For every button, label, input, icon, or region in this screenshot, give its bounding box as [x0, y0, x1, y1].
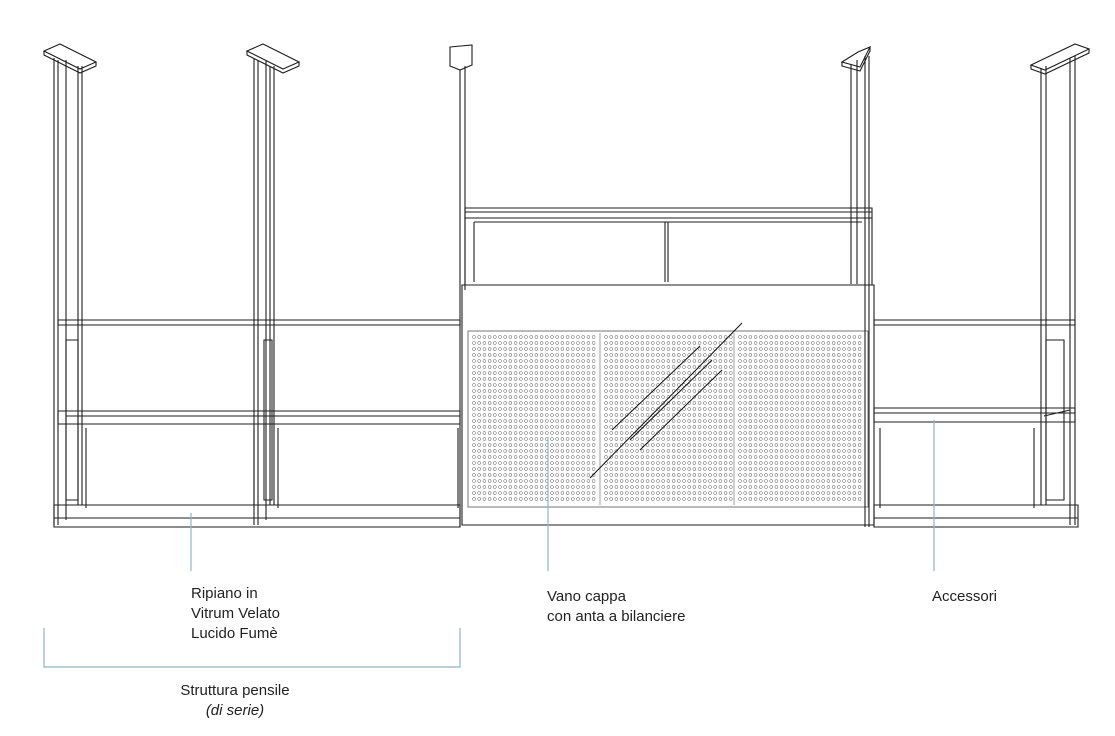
hood-annotation-line: Vano cappa — [547, 588, 626, 605]
hood-module — [449, 44, 875, 527]
perforated-door — [472, 335, 862, 501]
shelf-annotation-line: Lucido Fumè — [191, 625, 278, 642]
structure-bracket — [43, 628, 461, 668]
hood-annotation-line: con anta a bilanciere — [547, 608, 686, 625]
shelf-annotation-line: Ripiano in — [191, 585, 258, 602]
structure-annotation: Struttura pensile (di serie) — [150, 681, 320, 721]
accessories-annotation: Accessori — [932, 587, 997, 607]
structure-annotation-note: (di serie) — [205, 702, 265, 719]
right-hanging-structure — [840, 43, 1091, 528]
shelf-annotation-line: Vitrum Velato — [191, 605, 280, 622]
structure-annotation-title: Struttura pensile — [180, 682, 290, 699]
left-hanging-structure — [42, 43, 461, 528]
shelf-annotation: Ripiano in Vitrum Velato Lucido Fumè — [191, 584, 280, 644]
accessories-annotation-line: Accessori — [932, 588, 998, 605]
leader-lines — [43, 420, 935, 668]
hood-annotation: Vano cappa con anta a bilanciere — [547, 587, 685, 627]
